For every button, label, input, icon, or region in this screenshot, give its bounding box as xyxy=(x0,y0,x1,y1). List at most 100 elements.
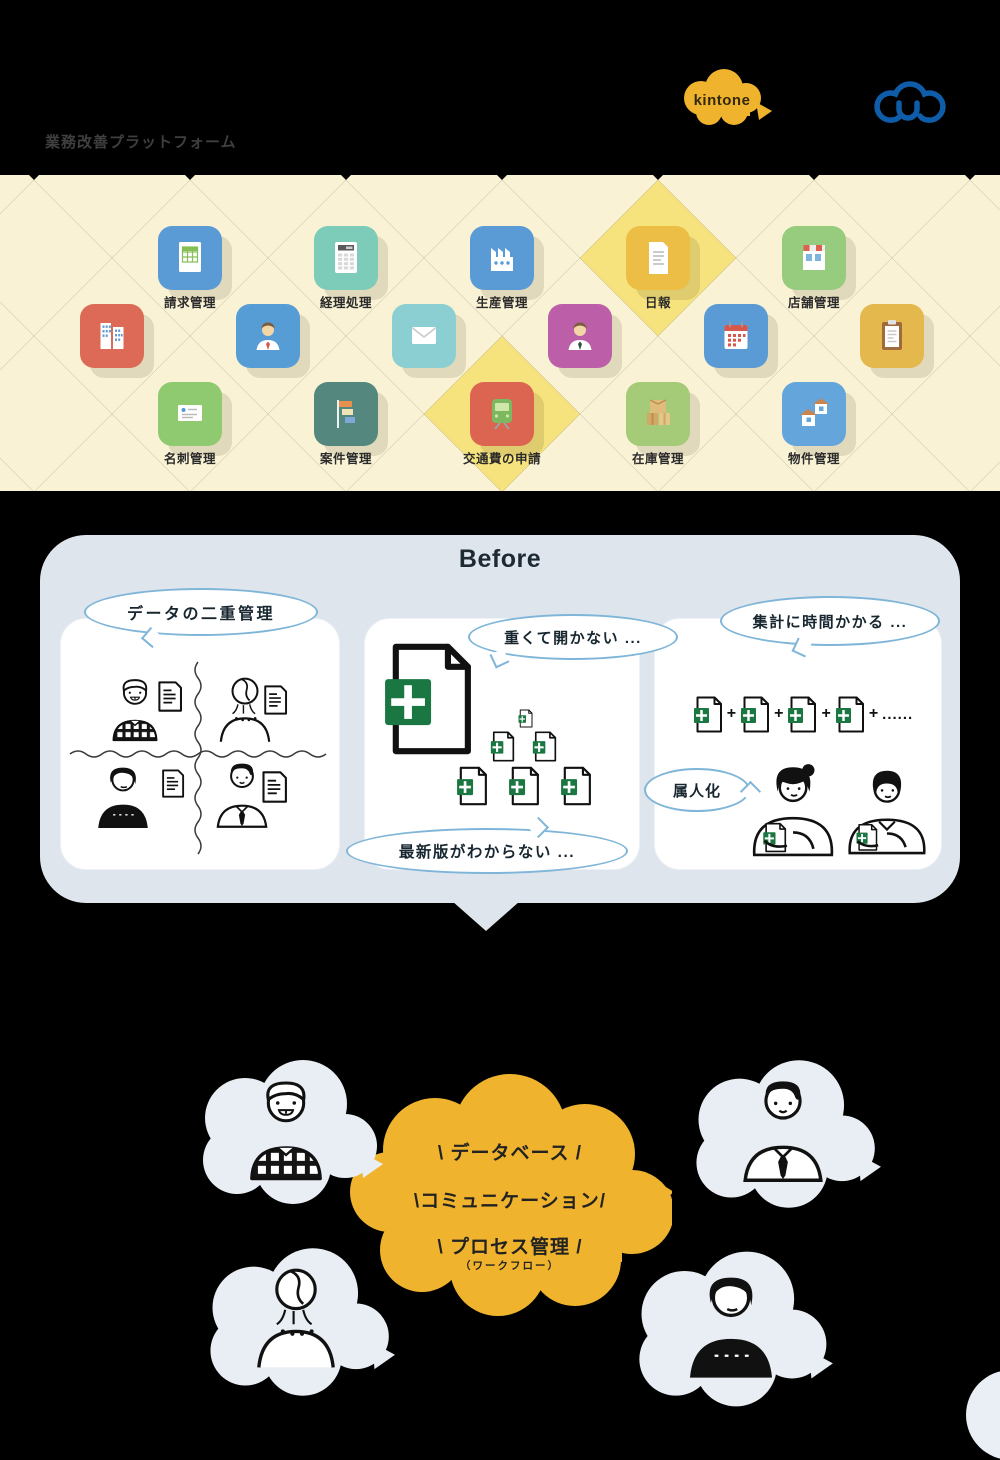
app-tile-businessperson xyxy=(548,304,612,368)
person-man-black-sweater xyxy=(98,766,148,828)
bubble-duplicate-data: データの二重管理 xyxy=(84,588,318,649)
excel-file-icon xyxy=(834,696,864,732)
office-buildings-icon xyxy=(100,323,124,349)
user-cloud-top-left xyxy=(185,1056,385,1208)
before-title: Before xyxy=(458,545,542,573)
document-icon xyxy=(162,769,185,798)
app-label: 物件管理 xyxy=(787,452,840,466)
cybozu-cloud-icon xyxy=(874,81,946,123)
app-label: 生産管理 xyxy=(475,296,528,310)
kintone-logo-text: kintone xyxy=(693,92,751,109)
app-tile-buildings xyxy=(80,304,144,368)
cloud-line-process: \ プロセス管理 / xyxy=(437,1237,583,1258)
excel-file-icon xyxy=(692,696,722,732)
cloud-line-database: \ データベース / xyxy=(437,1143,583,1164)
plus-sign: + xyxy=(868,705,879,722)
person-man-tie xyxy=(743,1079,823,1182)
excel-file-icon-small xyxy=(490,731,515,762)
gantt-chart-icon xyxy=(337,400,355,428)
plus-sign: + xyxy=(774,705,784,722)
app-label: 在庫管理 xyxy=(631,452,684,466)
bubble-text: 集計に時間かかる ... xyxy=(752,613,908,631)
wavy-divider-vertical xyxy=(194,661,202,855)
app-tile-accounting xyxy=(314,226,378,290)
app-tile-calendar xyxy=(704,304,768,368)
calendar-icon xyxy=(724,321,748,349)
factory-icon xyxy=(491,248,513,271)
app-label: 案件管理 xyxy=(319,452,372,466)
app-tile-store xyxy=(782,226,846,290)
app-label: 請求管理 xyxy=(163,296,216,310)
app-tile-inventory xyxy=(626,382,690,446)
user-cloud-top-right xyxy=(678,1056,883,1212)
cybozu-logo xyxy=(870,70,946,134)
bubble-text: 重くて開かない ... xyxy=(504,629,642,647)
app-label: 経理処理 xyxy=(319,296,372,310)
excel-file-icon-small xyxy=(532,731,557,762)
excel-sum-row: + + + + ...... xyxy=(664,686,942,742)
user-cloud-bottom-right xyxy=(620,1246,835,1412)
wavy-divider-horizontal xyxy=(69,750,327,758)
app-tile-transport-expense xyxy=(470,382,534,446)
app-tile-property xyxy=(782,382,846,446)
excel-file-icon-medium xyxy=(508,766,539,806)
app-tile-business-card xyxy=(158,382,222,446)
partial-cloud-corner xyxy=(966,1370,1000,1460)
houses-icon xyxy=(800,398,829,426)
bubble-heavy-file: 重くて開かない ... xyxy=(468,614,678,669)
app-tile-daily-report xyxy=(626,226,690,290)
businessman-icon xyxy=(256,322,280,350)
before-panel-tail xyxy=(452,901,520,931)
person-woman-holding-file xyxy=(740,756,842,860)
calculator-icon xyxy=(335,242,357,273)
platform-label: 業務改善プラットフォーム xyxy=(45,134,237,151)
excel-file-icon xyxy=(787,696,817,732)
report-doc-icon xyxy=(649,242,668,274)
cloud-line-workflow: （ワークフロー） xyxy=(460,1260,560,1272)
bubble-personalization: 属人化 xyxy=(644,768,762,812)
bubble-text: データの二重管理 xyxy=(126,606,275,623)
storefront-icon xyxy=(803,245,825,270)
app-label: 交通費の申請 xyxy=(462,452,541,466)
app-label: 店舗管理 xyxy=(787,296,840,310)
app-tile-businessman xyxy=(236,304,300,368)
app-tile-production xyxy=(470,226,534,290)
plus-sign: + xyxy=(821,705,831,722)
plus-sign: + xyxy=(726,705,737,722)
ellipsis-text: ...... xyxy=(882,705,914,723)
document-icon xyxy=(264,685,288,715)
app-tile-clipboard xyxy=(860,304,924,368)
kintone-cloud-icon xyxy=(684,69,772,125)
excel-file-icon-medium xyxy=(560,766,591,806)
document-icon xyxy=(262,771,287,803)
person-man-holding-file xyxy=(836,758,934,858)
stock-boxes-icon xyxy=(647,399,670,425)
user-cloud-bottom-left xyxy=(192,1243,397,1401)
app-tile-mail xyxy=(392,304,456,368)
bubble-text: 最新版がわからない ... xyxy=(398,844,576,861)
app-label: 日報 xyxy=(644,296,671,310)
businessperson-icon xyxy=(568,322,592,350)
train-icon xyxy=(492,399,512,430)
person-woman-back xyxy=(257,1268,335,1370)
infographic-page: { "header": { "platform_label": "業務改善プラッ… xyxy=(0,68,1000,1460)
excel-file-icon-medium xyxy=(456,766,487,806)
kintone-logo: kintone xyxy=(676,68,776,132)
app-label: 名刺管理 xyxy=(163,452,216,466)
clipboard-icon xyxy=(882,320,902,350)
app-tile-invoice xyxy=(158,226,222,290)
bubble-unknown-latest: 最新版がわからない ... xyxy=(346,816,628,874)
business-card-icon xyxy=(178,405,202,421)
mail-icon xyxy=(412,327,436,344)
bubble-text: 属人化 xyxy=(672,782,721,800)
person-boy-checkered xyxy=(250,1081,322,1181)
excel-file-icon-large xyxy=(382,642,474,756)
bubble-aggregation-slow: 集計に時間かかる ... xyxy=(720,596,940,658)
app-tile-projects xyxy=(314,382,378,446)
invoice-table-icon xyxy=(179,242,201,272)
excel-file-icon-tiny xyxy=(518,709,533,728)
person-man-black-sweater xyxy=(690,1275,772,1378)
excel-file-icon xyxy=(740,696,770,732)
document-icon xyxy=(158,681,182,712)
cloud-line-communication: \コミュニケーション/ xyxy=(413,1191,607,1212)
